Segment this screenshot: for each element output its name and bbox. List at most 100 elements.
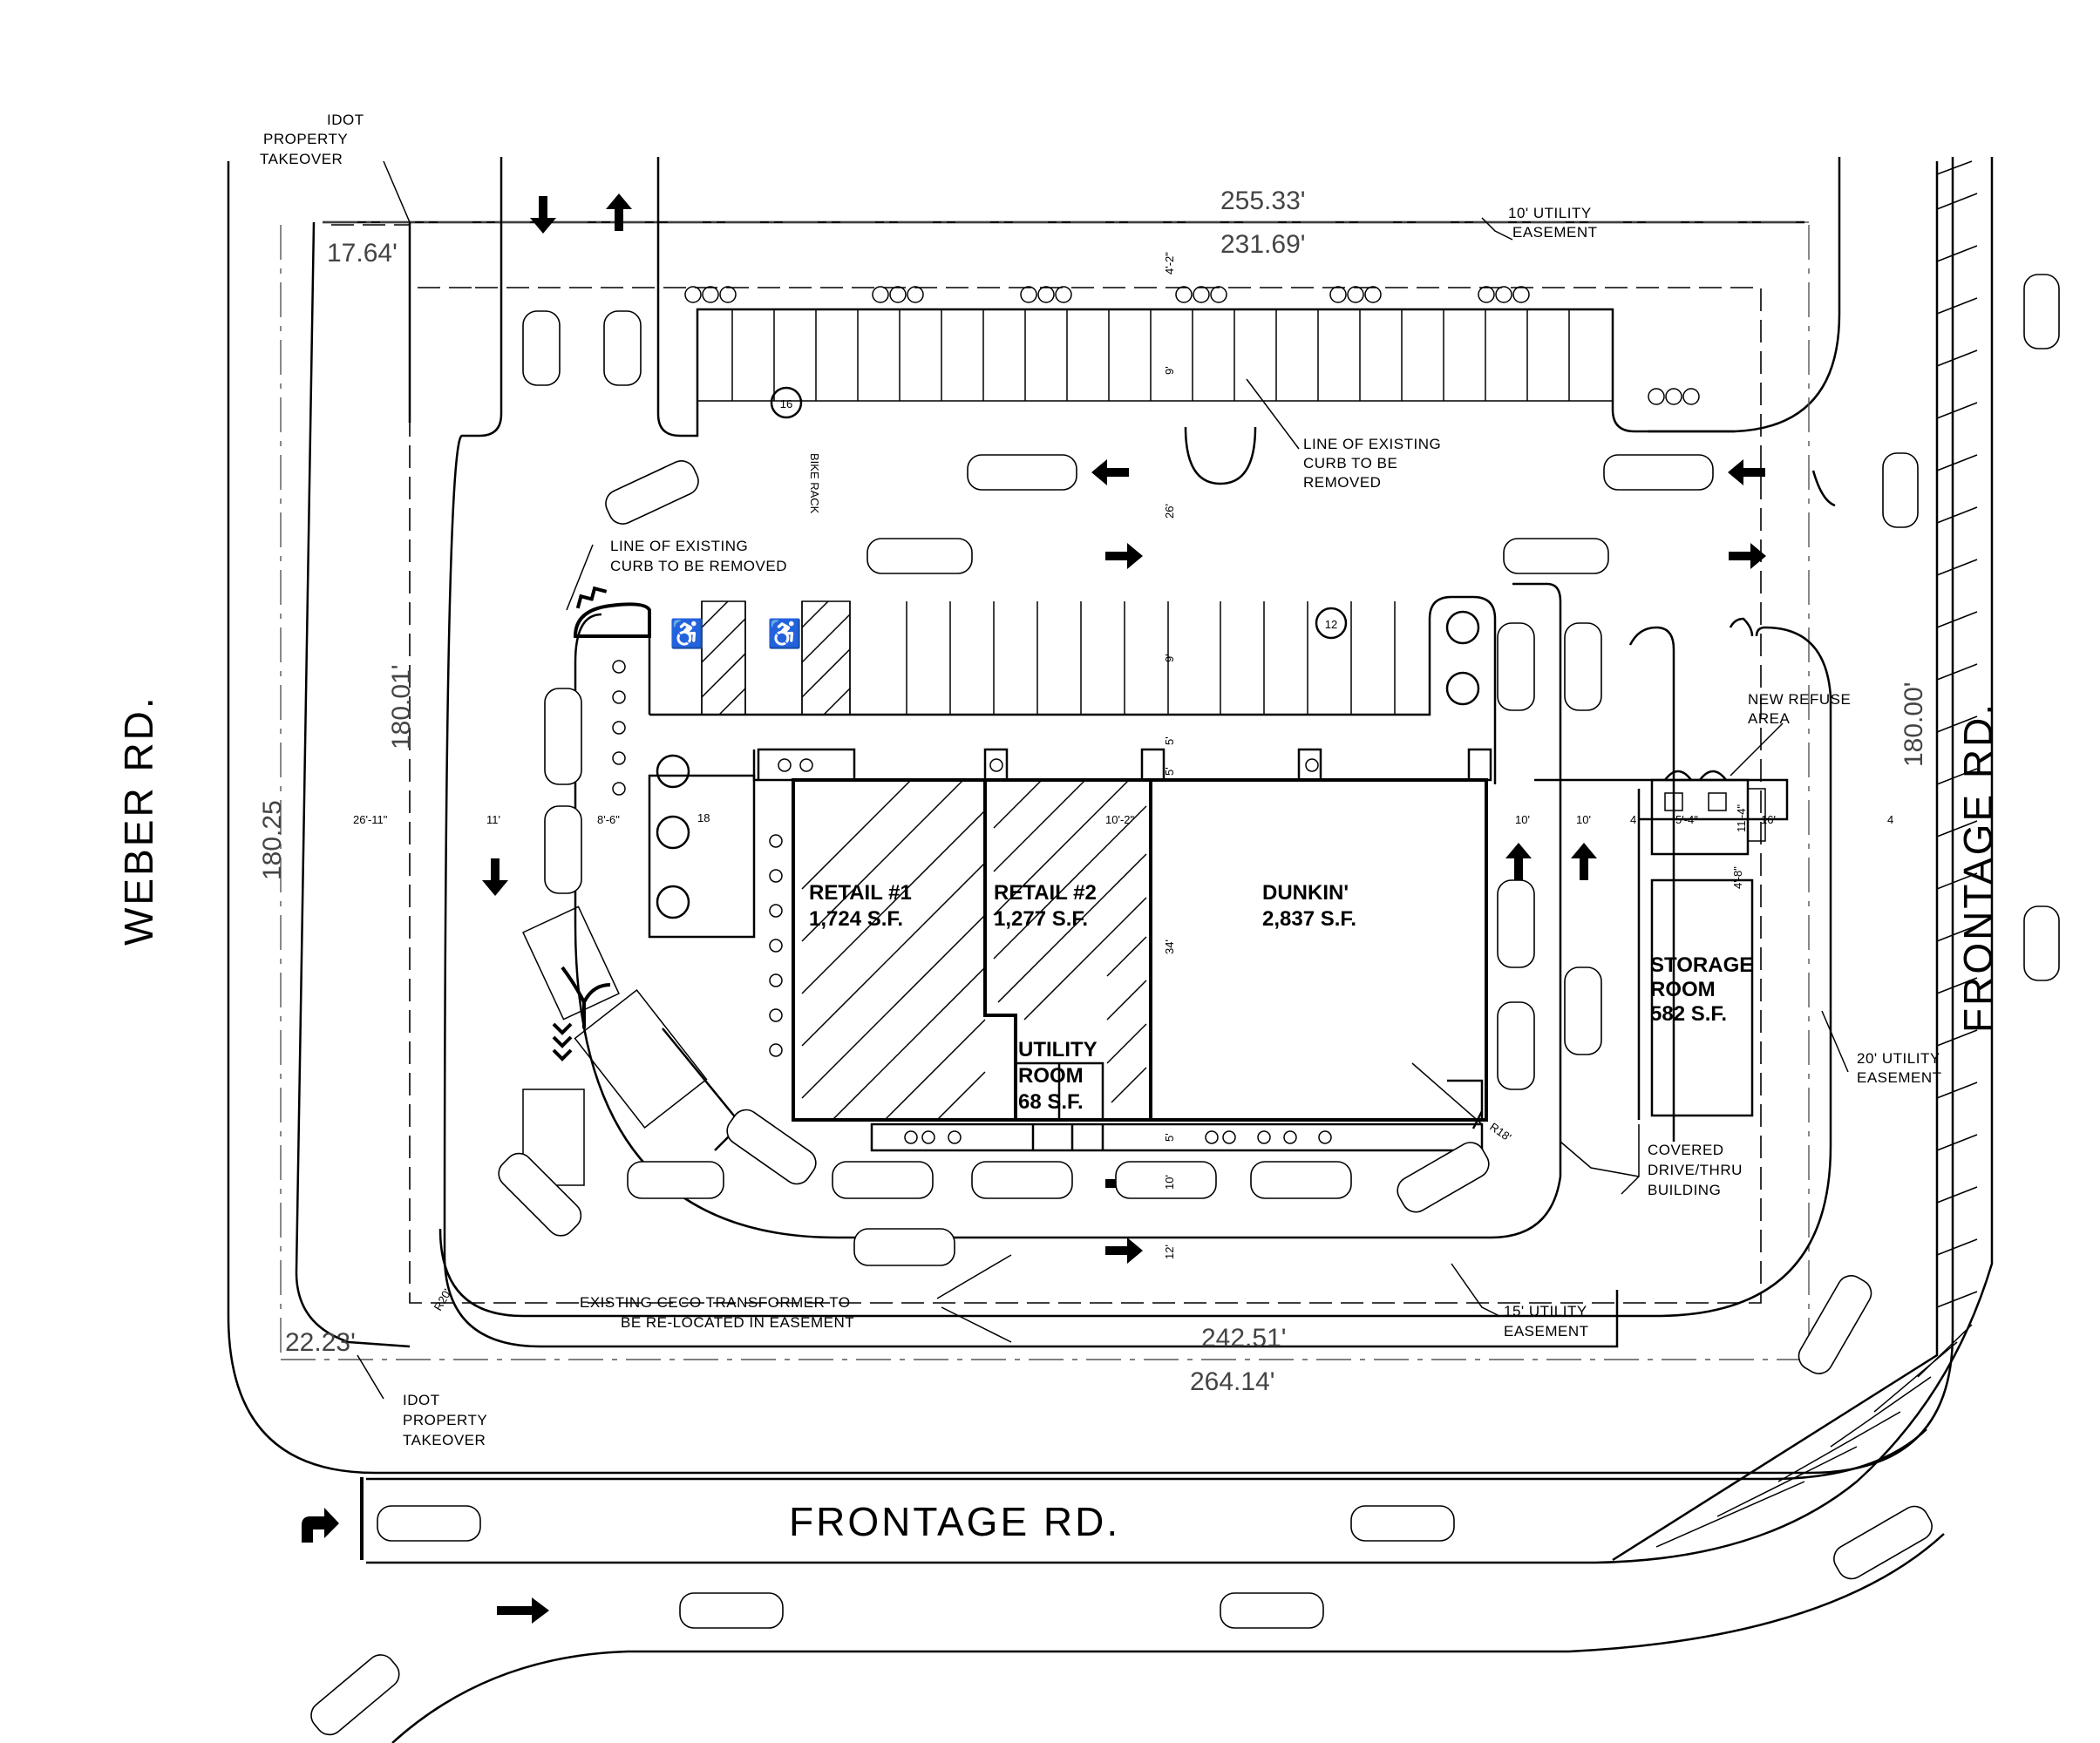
car <box>1397 1142 1490 1213</box>
curb-top-line2: CURB TO BE <box>1303 455 1397 471</box>
dim-east-5-4: 5'-4" <box>1675 813 1698 826</box>
accessible-stall-hatch <box>701 600 851 716</box>
arrow-left-icon <box>1091 459 1129 485</box>
car <box>544 805 582 894</box>
drive-thru-chevrons <box>552 1022 573 1061</box>
dim-east-10a: 10' <box>1515 813 1530 826</box>
car <box>2023 905 2060 981</box>
dim-drive-8-6: 8'-6" <box>597 813 620 826</box>
dim-drive-26-11: 26'-11" <box>353 813 388 826</box>
transformer-line1: EXISTING CECO TRANSFORMER TO <box>580 1294 851 1311</box>
car <box>1882 452 1919 528</box>
arrow-up-icon <box>1505 843 1532 880</box>
covered-line2: DRIVE/THRU <box>1648 1162 1743 1178</box>
dim-drive-10-2: 10'-2" <box>1105 813 1135 826</box>
dim-radius-18: R18' <box>1487 1120 1513 1143</box>
accessible-symbols: ♿ ♿ <box>669 618 802 649</box>
idot-bottom-line1: IDOT <box>403 1392 440 1408</box>
car <box>867 538 973 574</box>
car <box>1250 1161 1352 1199</box>
idot-bottom-line3: TAKEOVER <box>403 1432 486 1448</box>
dim-east-16: 16' <box>1761 813 1776 826</box>
arrow-right-icon <box>1729 543 1766 569</box>
car <box>679 1592 784 1629</box>
svg-text:♿: ♿ <box>767 618 802 649</box>
retail2-hatch <box>993 779 1147 1103</box>
arrow-right-icon <box>1105 1238 1143 1264</box>
car <box>1497 1001 1535 1090</box>
car <box>377 1505 481 1542</box>
covered-line3: BUILDING <box>1648 1182 1721 1198</box>
arrow-right-icon <box>1105 543 1143 569</box>
car <box>967 454 1077 491</box>
refuse-enclosure <box>1650 770 1766 856</box>
retail1-name: RETAIL #1 <box>809 881 912 905</box>
car <box>1497 879 1535 968</box>
car <box>1350 1505 1455 1542</box>
dunkin-area: 2,837 S.F. <box>1262 907 1356 931</box>
arrow-down-icon <box>482 858 508 896</box>
arrow-left-icon <box>1728 459 1765 485</box>
dim-walk-5c: 5' <box>1163 1133 1176 1142</box>
stall-count-16: 16 <box>780 397 792 410</box>
retail1-hatch <box>801 779 986 1121</box>
retail1-area: 1,724 S.F. <box>809 907 903 931</box>
transformer-line2: BE RE-LOCATED IN EASEMENT <box>621 1314 854 1331</box>
stall-count-12: 12 <box>1325 618 1337 631</box>
car <box>1497 622 1535 711</box>
dim-south-12: 12' <box>1163 1245 1176 1259</box>
dim-refuse-4-8: 4'-8" <box>1731 866 1744 889</box>
dim-refuse-11-4: 11'-4" <box>1735 804 1748 832</box>
row-hatching <box>1655 160 1978 1548</box>
util20-line1: 20' UTILITY <box>1857 1050 1940 1067</box>
curb-left-line2: CURB TO BE REMOVED <box>610 558 787 574</box>
storage-name-2: ROOM <box>1650 978 1716 1001</box>
car <box>2023 274 2060 349</box>
curb-top-line1: LINE OF EXISTING <box>1303 436 1441 452</box>
utility-name-1: UTILITY <box>1018 1038 1098 1061</box>
utility-name-2: ROOM <box>1018 1064 1084 1088</box>
dim-south-10: 10' <box>1163 1175 1176 1190</box>
refuse-line2: AREA <box>1748 710 1790 727</box>
car <box>605 460 699 525</box>
car <box>1564 622 1602 711</box>
dim-bottom-inner: 242.51' <box>1201 1324 1287 1353</box>
dim-west-outer: 180.25 <box>258 800 287 880</box>
util10-line2: EASEMENT <box>1512 224 1598 241</box>
util20-line2: EASEMENT <box>1857 1069 1942 1086</box>
car <box>853 1228 955 1266</box>
dim-walk-5b: 5' <box>1163 767 1176 776</box>
car <box>1220 1592 1324 1629</box>
dim-east: 180.00' <box>1900 682 1928 768</box>
bike-rack-label: BIKE RACK <box>808 453 821 514</box>
dim-bldg-34: 34' <box>1163 939 1176 954</box>
curb-left-line1: LINE OF EXISTING <box>610 538 748 554</box>
dim-aisle-26: 26' <box>1163 504 1176 519</box>
util15-line1: 15' UTILITY <box>1504 1303 1587 1319</box>
street-frontage-rd-east: FRONTAGE RD. <box>1955 702 2001 1033</box>
dim-west-inner: 180.01' <box>387 665 416 750</box>
retail2-name: RETAIL #2 <box>994 881 1097 905</box>
parked-cars <box>310 274 2060 1736</box>
idot-bottom-line2: PROPERTY <box>403 1412 487 1428</box>
car <box>1603 454 1714 491</box>
dim-corner-nw: 17.64' <box>327 239 398 268</box>
car <box>1564 966 1602 1055</box>
stall-count-markers <box>770 386 1348 640</box>
storage-area: 582 S.F. <box>1650 1002 1727 1026</box>
dim-radius-20: R20' <box>432 1286 454 1312</box>
idot-top-line1: IDOT <box>327 112 364 128</box>
car <box>832 1161 934 1199</box>
dim-top-outer: 255.33' <box>1220 187 1306 215</box>
car <box>310 1654 400 1736</box>
arrow-up-icon <box>1571 843 1597 880</box>
car <box>544 688 582 785</box>
car <box>971 1161 1073 1199</box>
utility-area: 68 S.F. <box>1018 1090 1084 1114</box>
arrow-up-icon <box>606 193 632 231</box>
turn-arrow-icon <box>302 1508 339 1543</box>
car <box>603 310 642 386</box>
dim-east-4b: 4 <box>1887 813 1893 826</box>
dim-bottom-outer: 264.14' <box>1190 1367 1275 1396</box>
